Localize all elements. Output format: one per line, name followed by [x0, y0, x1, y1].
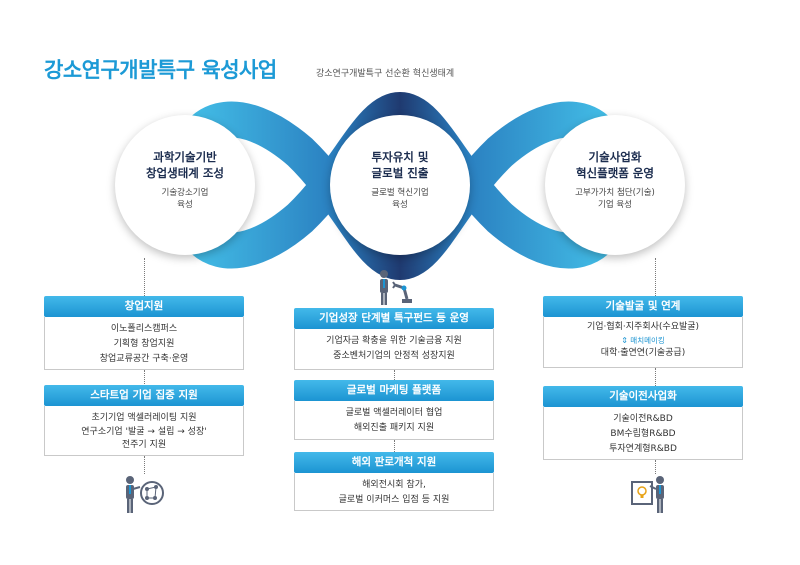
list-item: 기업자금 확충을 위한 기술금융 지원 [326, 336, 462, 346]
list-item: 해외진출 패키지 지원 [353, 423, 435, 433]
list-item: 연구소기업 '발굴 → 설립 → 성장' 전주기 지원 [81, 427, 207, 450]
list-item: 기술이전R&BD [613, 414, 673, 424]
list-item: 중소벤처기업의 안정적 성장지원 [333, 351, 455, 361]
section-header: 해외 판로개척 지원 [294, 452, 494, 473]
section-header: 기술이전사업화 [543, 386, 743, 407]
section-body: 글로벌 액셀러레이터 협업 해외진출 패키지 지원 [294, 401, 494, 440]
up-down-arrow-icon: ⇕ [621, 336, 628, 345]
circle-sub: 고부가가치 첨단(기술) 기업 육성 [575, 188, 655, 210]
list-item: 창업교류공간 구축·운영 [99, 354, 189, 364]
connector-line [144, 456, 145, 474]
section-header: 글로벌 마케팅 플랫폼 [294, 380, 494, 401]
section-body: 기업자금 확충을 위한 기술금융 지원 중소벤처기업의 안정적 성장지원 [294, 329, 494, 370]
connector-line [394, 440, 395, 452]
circle-title: 과학기술기반 창업생태계 조성 [145, 150, 225, 180]
list-item: 대학·출연연(기술공급) [600, 348, 686, 358]
circle-title: 기술사업화 혁신플랫폼 운영 [575, 150, 655, 180]
section-header: 기업성장 단계별 특구펀드 등 운영 [294, 308, 494, 329]
connector-line [655, 258, 656, 298]
connector-line [655, 460, 656, 474]
section-body: 초기기업 액셀러레이팅 지원 연구소기업 '발굴 → 설립 → 성장' 전주기 … [44, 406, 244, 456]
list-item: 기획형 창업지원 [113, 339, 175, 349]
circle-sub: 기술강소기업 육성 [161, 188, 209, 210]
section-header: 스타트업 기업 집중 지원 [44, 385, 244, 406]
robot-arm-person-icon [380, 270, 412, 305]
circle-investment-global: 투자유치 및 글로벌 진출 글로벌 혁신기업 육성 [330, 115, 470, 255]
list-item: 초기기업 액셀러레이팅 지원 [91, 413, 197, 423]
list-item: 해외전시회 참가, 글로벌 이커머스 입점 등 지원 [338, 480, 450, 505]
globe-person-icon [126, 476, 164, 513]
list-item: 기업·협회·지주회사(수요발굴) [586, 322, 700, 332]
connector-line [144, 370, 145, 386]
matchmaking-text: 매치메이킹 [630, 336, 665, 345]
list-item: 글로벌 액셀러레이터 협업 [345, 408, 443, 418]
idea-board-person-icon [631, 476, 664, 513]
circle-startup-ecosystem: 과학기술기반 창업생태계 조성 기술강소기업 육성 [115, 115, 255, 255]
section-header: 창업지원 [44, 296, 244, 317]
section-header: 기술발굴 및 연계 [543, 296, 743, 317]
section-body: 기업·협회·지주회사(수요발굴) ⇕ 매치메이킹 대학·출연연(기술공급) [543, 317, 743, 368]
page-subtitle: 강소연구개발특구 선순환 혁신생태계 [316, 69, 455, 79]
section-body: 이노폴리스캠퍼스 기획형 창업지원 창업교류공간 구축·운영 [44, 317, 244, 370]
list-item: 이노폴리스캠퍼스 [110, 324, 178, 334]
connector-line [144, 258, 145, 298]
page-title: 강소연구개발특구 육성사업 [44, 58, 277, 82]
circle-sub: 글로벌 혁신기업 육성 [371, 188, 429, 210]
matchmaking-label: ⇕ 매치메이킹 [544, 335, 742, 346]
connector-line [655, 368, 656, 386]
circle-title: 투자유치 및 글로벌 진출 [371, 150, 429, 180]
list-item: 투자연계형R&BD [609, 444, 677, 454]
circle-commercialization-platform: 기술사업화 혁신플랫폼 운영 고부가가치 첨단(기술) 기업 육성 [545, 115, 685, 255]
connector-line [394, 370, 395, 382]
list-item: BM수립형R&BD [610, 429, 676, 439]
section-body: 해외전시회 참가, 글로벌 이커머스 입점 등 지원 [294, 473, 494, 511]
section-body: 기술이전R&BD BM수립형R&BD 투자연계형R&BD [543, 407, 743, 460]
